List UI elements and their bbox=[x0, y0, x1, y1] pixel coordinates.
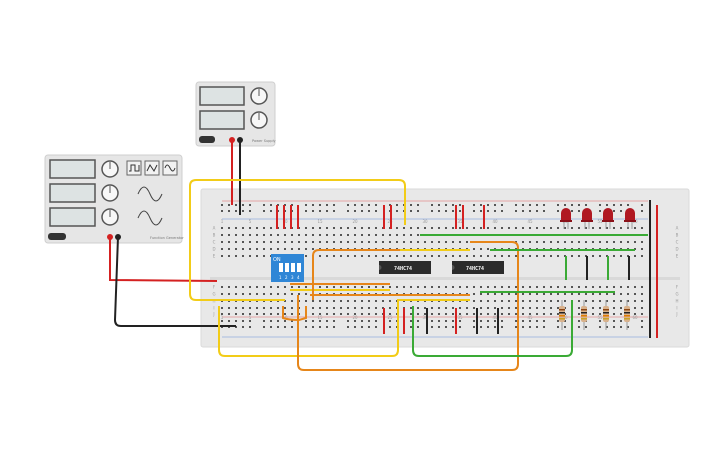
column-number: 10 bbox=[282, 315, 288, 320]
row-letter: D bbox=[212, 247, 215, 252]
row-letter: G bbox=[675, 292, 678, 297]
column-number: 30 bbox=[422, 315, 428, 320]
dip-switch-toggle-2[interactable] bbox=[285, 263, 289, 272]
column-number: 25 bbox=[387, 315, 393, 320]
row-letter: A bbox=[676, 226, 679, 231]
resistor[interactable] bbox=[624, 300, 630, 330]
wire-black-fg[interactable] bbox=[113, 236, 236, 327]
column-number: 5 bbox=[249, 315, 252, 320]
column-number: 55 bbox=[597, 219, 603, 224]
column-number: 1 bbox=[221, 315, 224, 320]
row-letter: A bbox=[213, 226, 216, 231]
led-red[interactable] bbox=[560, 208, 572, 229]
row-letter: E bbox=[213, 254, 216, 259]
power-rail-lines bbox=[222, 200, 648, 338]
column-number: 5 bbox=[249, 219, 252, 224]
dip-switch-number-3: 3 bbox=[291, 275, 294, 280]
dip-switch-number-1: 1 bbox=[279, 275, 282, 280]
dip-switch-number-4: 4 bbox=[297, 275, 300, 280]
jumper-wires[interactable] bbox=[276, 200, 658, 338]
ic-chip-2-body bbox=[452, 261, 504, 274]
power-supply-current-display bbox=[199, 110, 245, 130]
ic-chip-2-label: 74HC74 bbox=[466, 266, 484, 272]
dip-switch-toggle-1[interactable] bbox=[279, 263, 283, 272]
column-number: 1 bbox=[221, 219, 224, 224]
resistor[interactable] bbox=[581, 300, 587, 330]
breadboard-body bbox=[200, 188, 690, 348]
dip-switch-toggle-4[interactable] bbox=[297, 263, 301, 272]
led-red[interactable] bbox=[624, 208, 636, 229]
power-supply[interactable]: Power Supply bbox=[195, 81, 276, 147]
row-letter: D bbox=[675, 247, 678, 252]
resistors[interactable] bbox=[559, 300, 630, 330]
wires[interactable] bbox=[109, 140, 658, 371]
column-number: 15 bbox=[317, 315, 323, 320]
row-letter: C bbox=[676, 240, 679, 245]
function-generator-display-1 bbox=[49, 159, 96, 179]
function-generator-tag: Function Generator bbox=[150, 236, 184, 240]
column-number: 15 bbox=[317, 219, 323, 224]
row-letter: B bbox=[213, 233, 216, 238]
column-number: 20 bbox=[352, 315, 358, 320]
function-generator-display-3 bbox=[49, 207, 96, 227]
function-generator[interactable]: Function Generator bbox=[44, 154, 184, 244]
row-letter: H bbox=[675, 299, 678, 304]
function-generator-power-switch[interactable] bbox=[48, 233, 66, 240]
row-letter: B bbox=[676, 233, 679, 238]
dip-switch[interactable]: ON 1 2 3 4 bbox=[271, 254, 304, 282]
dip-switch-toggle-3[interactable] bbox=[291, 263, 295, 272]
dip-switch-number-2: 2 bbox=[285, 275, 288, 280]
column-number: 45 bbox=[527, 219, 533, 224]
column-number: 50 bbox=[562, 315, 568, 320]
column-number: 35 bbox=[457, 315, 463, 320]
row-letter: E bbox=[676, 254, 679, 259]
column-number: 20 bbox=[352, 219, 358, 224]
wire-orange-a[interactable] bbox=[312, 249, 400, 300]
column-number: 55 bbox=[597, 315, 603, 320]
led-red[interactable] bbox=[581, 208, 593, 229]
wire-yellow-bottom[interactable] bbox=[218, 299, 470, 357]
row-letter: F bbox=[676, 285, 679, 290]
power-supply-tag: Power Supply bbox=[252, 139, 276, 143]
leds[interactable] bbox=[560, 208, 636, 229]
ic-chip-1-body bbox=[379, 261, 431, 274]
breadboard-center-channel bbox=[210, 277, 680, 280]
column-number: 35 bbox=[457, 219, 463, 224]
ic-chip-1-label: 74HC74 bbox=[394, 266, 412, 272]
function-generator-display-2 bbox=[49, 183, 96, 203]
row-letter: F bbox=[213, 285, 216, 290]
row-letter: I bbox=[213, 306, 214, 311]
column-number: 60 bbox=[632, 315, 638, 320]
row-letter: I bbox=[676, 306, 677, 311]
column-number: 40 bbox=[492, 219, 498, 224]
power-supply-switch[interactable] bbox=[199, 136, 215, 143]
row-letter: J bbox=[675, 312, 677, 317]
row-letter: C bbox=[213, 240, 216, 245]
column-number: 30 bbox=[422, 219, 428, 224]
resistor[interactable] bbox=[559, 300, 565, 330]
ic-chip-1[interactable]: 74HC74 bbox=[379, 261, 431, 274]
column-numbers-bottom: 151015202530354045505560 bbox=[221, 315, 638, 320]
wire-green-bottom[interactable] bbox=[412, 300, 573, 357]
column-number: 40 bbox=[492, 315, 498, 320]
power-supply-voltage-display bbox=[199, 86, 245, 106]
wire-orange-long[interactable] bbox=[297, 241, 519, 371]
wire-yellow-loop[interactable] bbox=[189, 179, 406, 301]
dip-switch-on-label: ON bbox=[273, 257, 281, 263]
column-number: 10 bbox=[282, 219, 288, 224]
waveform-preview-icon bbox=[137, 186, 163, 202]
led-red[interactable] bbox=[602, 208, 614, 229]
waveform-preview-icon-2 bbox=[137, 210, 163, 226]
resistor[interactable] bbox=[603, 300, 609, 330]
ic-chip-2[interactable]: 74HC74 bbox=[452, 261, 504, 274]
column-number: 45 bbox=[527, 315, 533, 320]
row-letter: G bbox=[212, 292, 215, 297]
wire-red-fg[interactable] bbox=[109, 237, 218, 282]
row-letter: J bbox=[212, 312, 214, 317]
